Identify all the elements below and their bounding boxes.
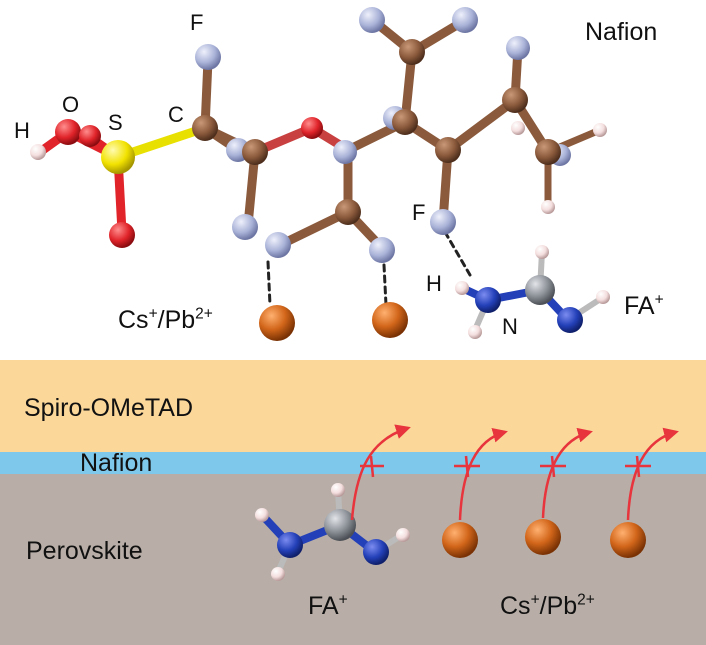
hydrogen-atom — [511, 121, 525, 135]
nitrogen-atom — [363, 539, 389, 565]
oxygen-atom — [79, 125, 101, 147]
metal-ion — [610, 522, 646, 558]
atom-label-n: N — [502, 314, 518, 339]
carbon-atom — [535, 139, 561, 165]
cation-label-bottom: Cs+/Pb2+ — [500, 591, 595, 620]
fluorine-atom — [232, 214, 258, 240]
oxygen-atom — [301, 117, 323, 139]
carbon-atom — [335, 199, 361, 225]
atom-label-f-top: F — [190, 10, 204, 35]
hydrogen-atom — [331, 483, 345, 497]
nafion-molecule-atoms — [30, 7, 607, 263]
blocked-arrow-ion-2 — [541, 427, 593, 519]
layer-label-spiro: Spiro-OMeTAD — [24, 394, 194, 422]
blocked-arrow-ion-3 — [626, 427, 679, 521]
fluorine-atom — [430, 209, 456, 235]
block-mark — [550, 455, 556, 478]
metal-ion — [372, 302, 408, 338]
block-mark — [635, 455, 641, 478]
fluorine-atom — [369, 237, 395, 263]
carbon-atom — [502, 87, 528, 113]
fluorine-atom — [506, 36, 530, 60]
carbon-atom — [192, 115, 218, 141]
fluorine-atom — [359, 7, 385, 33]
carbon-atom — [435, 137, 461, 163]
fluorine-atom — [333, 140, 357, 164]
carbon-atom — [392, 109, 418, 135]
nafion-layer — [0, 452, 706, 474]
nitrogen-atom — [557, 307, 583, 333]
atom-label-f-mid: F — [412, 200, 426, 225]
atom-label-h: H — [14, 118, 30, 143]
fa-label-bottom: FA+ — [308, 591, 348, 620]
hydrogen-atom — [30, 144, 46, 160]
block-mark — [464, 455, 470, 478]
layer-label-perovskite: Perovskite — [26, 537, 143, 565]
carbon-atom — [399, 39, 425, 65]
nitrogen-atom — [475, 287, 501, 313]
hydrogen-atom — [455, 281, 469, 295]
hydrogen-atom — [535, 245, 549, 259]
atom-label-h-fa: H — [426, 271, 442, 296]
hydrogen-atom — [541, 200, 555, 214]
fluorine-atom — [265, 232, 291, 258]
carbon-atom — [525, 275, 555, 305]
atom-label-c: C — [168, 102, 184, 127]
migration-arrows — [350, 424, 679, 521]
hydrogen-atom — [271, 567, 285, 581]
metal-ion — [259, 305, 295, 341]
hydrogen-atom — [396, 528, 410, 542]
fa-molecule-top — [455, 245, 610, 339]
nitrogen-atom — [277, 532, 303, 558]
fa-molecule-perovskite — [255, 483, 410, 581]
atom-label-s: S — [108, 110, 123, 135]
hydrogen-atom — [255, 508, 269, 522]
cation-label-top: Cs+/Pb2+ — [118, 305, 213, 334]
hydrogen-atom — [468, 325, 482, 339]
metal-ion — [525, 519, 561, 555]
layer-label-nafion: Nafion — [80, 449, 153, 477]
block-mark — [369, 455, 375, 478]
hydrogen-atom — [593, 123, 607, 137]
metal-ion — [442, 522, 478, 558]
sulfur-atom — [101, 140, 135, 174]
carbon-atom — [324, 509, 356, 541]
oxygen-atom — [55, 119, 81, 145]
oxygen-atom — [109, 222, 135, 248]
nafion-title: Nafion — [585, 18, 658, 46]
blocked-arrow-fa — [350, 424, 411, 521]
atom-label-o: O — [62, 92, 80, 117]
carbon-atom — [242, 139, 268, 165]
fluorine-atom — [452, 7, 478, 33]
hydrogen-atom — [596, 290, 610, 304]
fa-label-top: FA+ — [624, 291, 664, 320]
fluorine-atom — [195, 44, 221, 70]
blocked-arrow-ion-1 — [458, 427, 508, 521]
